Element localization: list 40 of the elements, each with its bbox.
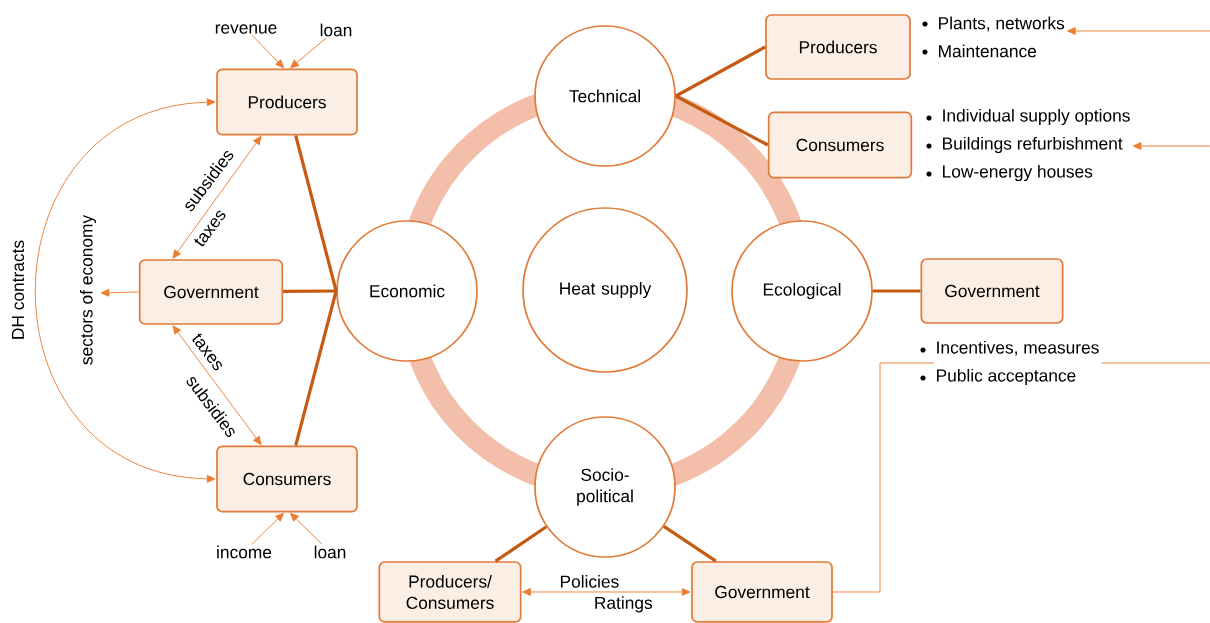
arrow xyxy=(290,37,327,69)
arrow xyxy=(1067,27,1210,35)
arrow xyxy=(251,512,284,545)
flow-label: loan xyxy=(314,545,346,559)
stakeholder-box: Government xyxy=(920,258,1064,324)
stakeholder-box: Producers xyxy=(216,68,358,136)
stakeholder-box: Producers xyxy=(765,14,911,80)
stakeholder-box: Producers/ Consumers xyxy=(378,561,522,623)
connector-line xyxy=(294,290,338,446)
arrow xyxy=(290,512,323,545)
stakeholder-box: Government xyxy=(138,259,284,325)
arrow xyxy=(1132,142,1210,150)
connector-line xyxy=(494,525,548,563)
arrow xyxy=(251,34,284,69)
flow-label: revenue xyxy=(215,24,277,34)
stakeholder-box: Consumers xyxy=(216,445,358,513)
bullet-list: Individual supply options Buildings refurbishment Low-energy houses xyxy=(943,108,1130,182)
edge-label: Policies xyxy=(560,575,619,588)
arrow xyxy=(172,136,262,259)
stakeholder-box: Government xyxy=(691,561,833,623)
connector-line xyxy=(1100,362,1210,364)
connector-line xyxy=(283,289,337,293)
arrow xyxy=(34,98,216,483)
connector-line xyxy=(294,135,338,292)
arrow xyxy=(172,325,262,445)
arrow xyxy=(100,288,140,297)
flow-label: Ratings xyxy=(595,596,653,613)
bullet-list: Incentives, measures Public acceptance xyxy=(937,340,1099,386)
flow-label: loan xyxy=(320,23,352,37)
stakeholder-box: Consumers xyxy=(767,111,913,179)
flow-label: income xyxy=(217,545,272,559)
edge-label: DH contracts xyxy=(11,240,25,339)
connector-line xyxy=(832,362,935,593)
connector-line xyxy=(675,45,766,98)
arrow xyxy=(522,588,691,596)
bullet-list: Plants, networks Maintenance xyxy=(939,16,1065,58)
connector-line xyxy=(675,94,769,147)
connector-line xyxy=(663,525,717,563)
edge-label: sectors of economy xyxy=(79,214,97,365)
connector-line xyxy=(872,289,921,293)
